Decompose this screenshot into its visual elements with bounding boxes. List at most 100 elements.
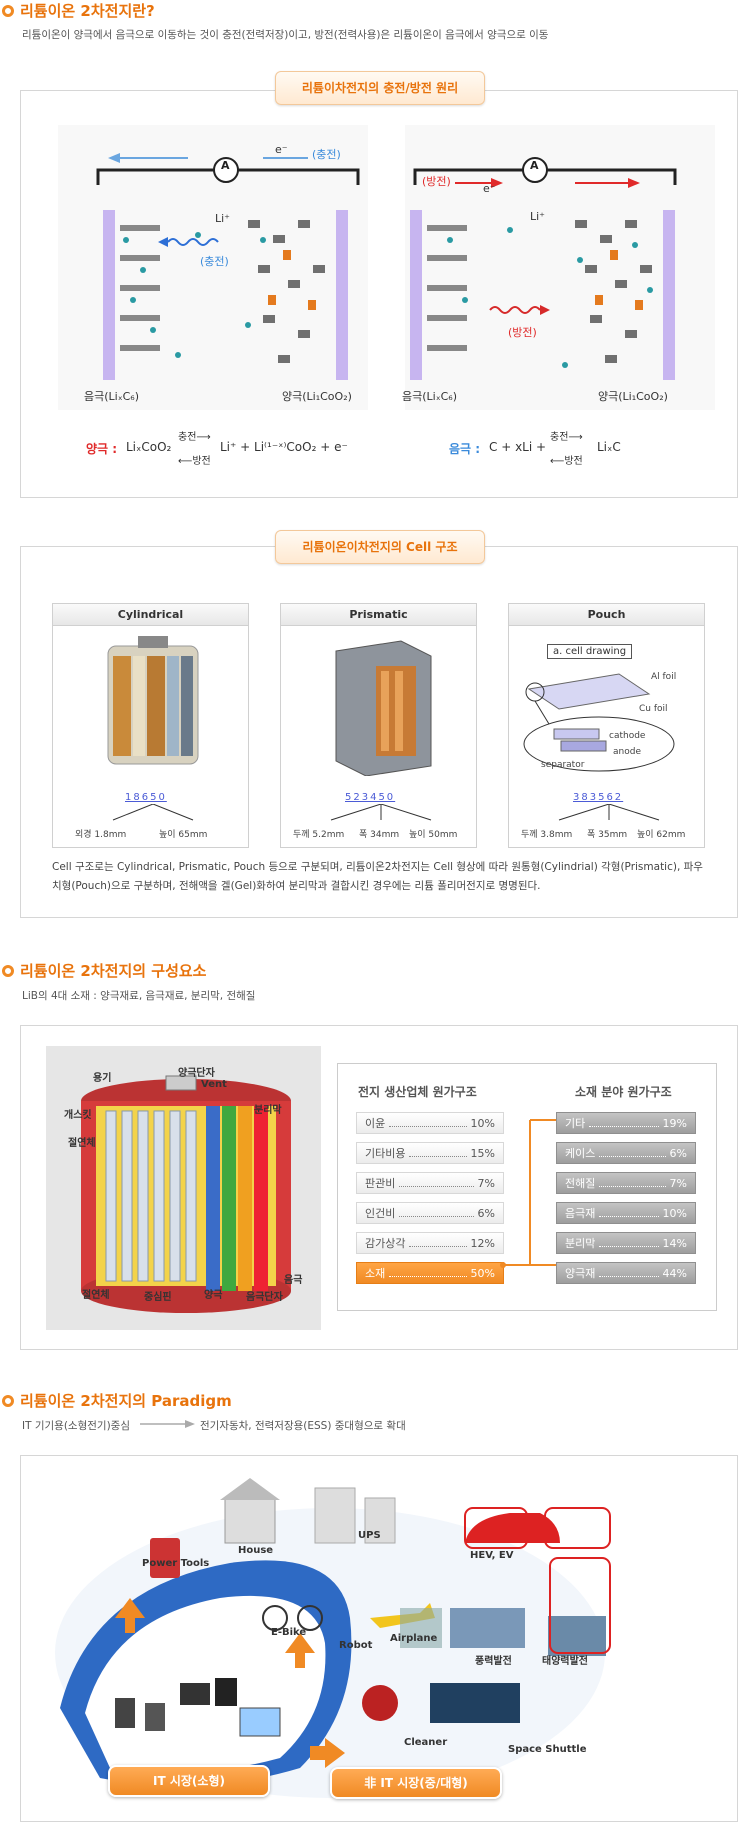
part-pos-terminal: 양극단자 xyxy=(178,1068,215,1079)
part-gasket: 개스킷 xyxy=(64,1110,92,1121)
title-text: 리튬이온 2차전지란? xyxy=(20,2,155,20)
pouch-card: Pouch a. cell drawing Al foil Cu foil ca… xyxy=(508,603,705,848)
battery-cutaway-image xyxy=(81,1075,291,1313)
section-desc-3: LiB의 4대 소재 : 양극재료, 음극재료, 분리막, 전해질 xyxy=(22,990,256,1002)
bullet-icon xyxy=(2,1394,14,1407)
part-vent: Vent xyxy=(201,1079,227,1090)
section-title-1: 리튬이온 2차전지란? xyxy=(2,0,155,21)
part-anode: 음극 xyxy=(284,1275,303,1286)
part-cathode: 양극 xyxy=(204,1290,223,1301)
cost-key: 기타 xyxy=(565,1117,586,1130)
eq1-charge-arrow: 충전⟶ xyxy=(178,432,211,443)
cost-key: 소재 xyxy=(365,1267,386,1280)
non-it-market-button[interactable]: 非 IT 시장(중/대형) xyxy=(330,1767,502,1799)
cost-row: 음극재 10% xyxy=(556,1202,696,1224)
app-ebike: E-Bike xyxy=(271,1627,307,1638)
pouch-code: 383562 xyxy=(573,792,624,803)
negative-electrode-label: 음극(LiₓC₆) xyxy=(84,390,139,403)
cost-row: 인건비 6% xyxy=(356,1202,504,1224)
part-container: 용기 xyxy=(93,1073,112,1084)
pouch-cell-image xyxy=(523,673,675,772)
dim-arrows xyxy=(558,804,660,821)
section-desc-1: 리튬이온이 양극에서 음극으로 이동하는 것이 충전(전력저장)이고, 방전(전… xyxy=(22,29,549,41)
cell-note: Cell 구조로는 Cylindrical, Prismatic, Pouch … xyxy=(52,861,703,892)
bullet-icon xyxy=(2,4,14,17)
cost-value: 15% xyxy=(470,1146,495,1160)
cell-drawing-label: a. cell drawing xyxy=(547,644,633,659)
cost-row: 기타 19% xyxy=(556,1112,696,1134)
eq2-label: 음극 : xyxy=(449,442,481,456)
dim-2: 높이 65mm xyxy=(159,830,208,840)
ammeter-label: A xyxy=(221,159,230,172)
app-solar-power: 태양력발전 xyxy=(542,1656,588,1667)
dim-3: 높이 62mm xyxy=(637,830,686,840)
dim-arrows xyxy=(330,804,432,821)
cell-pill: 리튬이온이차전지의 Cell 구조 xyxy=(275,530,485,564)
cost-key: 전해질 xyxy=(565,1177,596,1190)
dim-3: 높이 50mm xyxy=(409,830,458,840)
cost-key: 감가상각 xyxy=(365,1237,406,1250)
paradigm-illustration xyxy=(55,1478,611,1798)
cost-value: 19% xyxy=(662,1116,687,1130)
eq1-label: 양극 : xyxy=(86,442,118,456)
eq2-charge-arrow: 충전⟶ xyxy=(550,432,583,443)
app-ups: UPS xyxy=(358,1530,381,1541)
dim-1: 두께 5.2mm xyxy=(293,830,345,840)
app-power-tools: Power Tools xyxy=(142,1558,210,1569)
prismatic-code: 523450 xyxy=(345,792,396,803)
part-separator: 분리막 xyxy=(254,1105,282,1116)
al-foil-label: Al foil xyxy=(651,672,677,682)
cylindrical-card: Cylindrical 18650 외경 1.8mm 높이 65mm xyxy=(52,603,249,848)
cost-row: 감가상각 12% xyxy=(356,1232,504,1254)
title-text: 리튬이온 2차전지의 구성요소 xyxy=(20,962,207,980)
electron-label: e⁻ xyxy=(275,143,288,156)
cost-value: 44% xyxy=(662,1266,687,1280)
eq2-discharge-arrow: ⟵방전 xyxy=(550,456,583,467)
card-title: Prismatic xyxy=(281,604,476,626)
bullet-icon xyxy=(2,964,14,977)
anode-label: anode xyxy=(613,747,641,757)
cost-key: 인건비 xyxy=(365,1207,396,1220)
app-house: House xyxy=(238,1545,274,1556)
cost-key: 음극재 xyxy=(565,1207,596,1220)
title-text: 리튬이온 2차전지의 Paradigm xyxy=(20,1392,232,1410)
cost-value: 10% xyxy=(662,1206,687,1220)
cost-value: 14% xyxy=(662,1236,687,1250)
bracket-connector xyxy=(500,1119,556,1268)
app-space-shuttle: Space Shuttle xyxy=(508,1744,587,1755)
paradigm-from: IT 기기용(소형전기)중심 xyxy=(22,1420,130,1432)
positive-electrode-label-right: 양극(Li₁CoO₂) xyxy=(598,390,668,403)
dim-2: 폭 35mm xyxy=(587,830,628,840)
cost-value: 12% xyxy=(470,1236,495,1250)
cost-key: 기타비용 xyxy=(365,1147,406,1160)
arrow-right-icon xyxy=(140,1420,195,1428)
dim-1: 두께 3.8mm xyxy=(521,830,573,840)
card-title: Pouch xyxy=(509,604,704,626)
li-ion-label: Li⁺ xyxy=(215,212,230,225)
cylindrical-code: 18650 xyxy=(125,792,167,803)
battery-figure: 용기 양극단자 Vent 개스킷 분리막 절연체 절연체 중심핀 양극 음극 음… xyxy=(46,1046,321,1330)
it-market-button[interactable]: IT 시장(소형) xyxy=(108,1765,270,1797)
dim-arrows xyxy=(112,804,194,821)
eq2-lhs: C + xLi + xyxy=(489,440,547,454)
part-neg-terminal: 음극단자 xyxy=(246,1292,283,1303)
cost-row: 기타비용 15% xyxy=(356,1142,504,1164)
cost-key: 양극재 xyxy=(565,1267,596,1280)
cu-foil-label: Cu foil xyxy=(639,704,668,714)
app-wind-power: 풍력발전 xyxy=(475,1656,512,1667)
cost-value: 6% xyxy=(669,1146,687,1160)
eq1-discharge-arrow: ⟵방전 xyxy=(178,456,211,467)
cost-value: 6% xyxy=(477,1206,495,1220)
dim-2: 폭 34mm xyxy=(359,830,400,840)
dim-1: 외경 1.8mm xyxy=(75,830,127,840)
discharge-diagram xyxy=(405,125,715,410)
cost-value: 10% xyxy=(470,1116,495,1130)
charge-label-2: (충전) xyxy=(200,255,229,268)
ammeter-label-right: A xyxy=(530,159,539,172)
section-title-4: 리튬이온 2차전지의 Paradigm xyxy=(2,1390,232,1411)
